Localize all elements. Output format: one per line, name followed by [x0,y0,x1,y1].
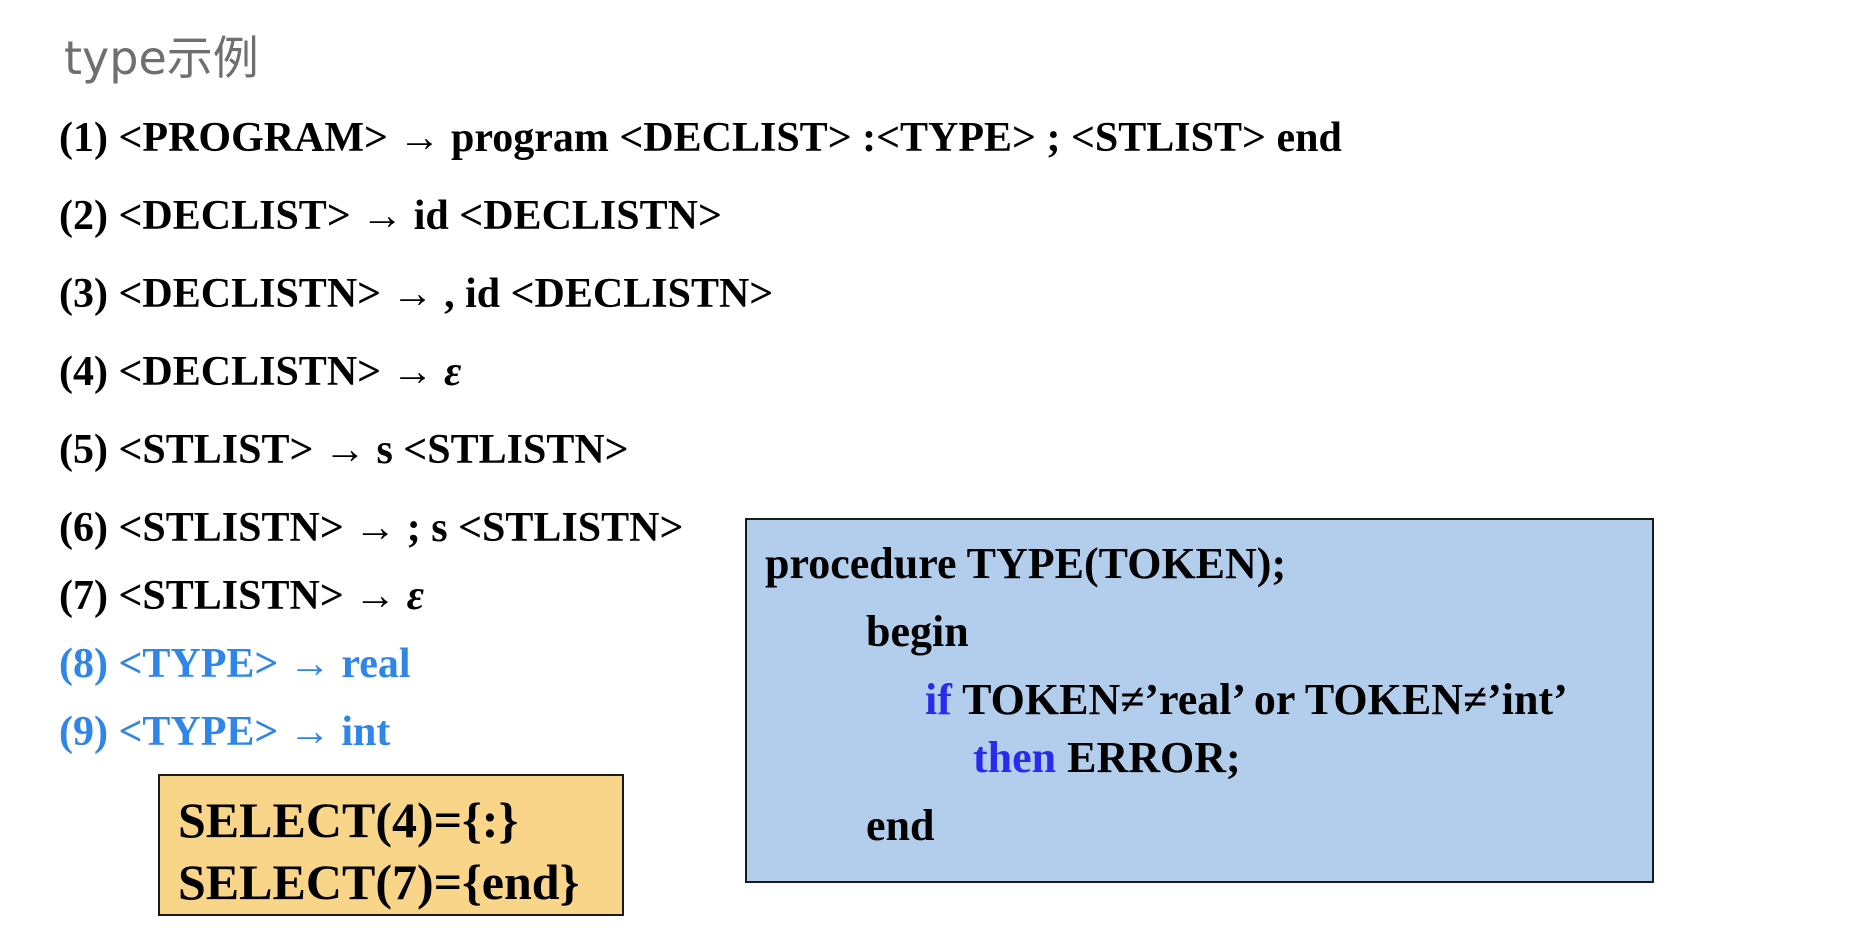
select-line-4: SELECT(4)={:} [178,792,519,848]
page-title: type示例 [64,31,259,85]
grammar-rule-2: (2) <DECLIST> → id <DECLISTN> [59,195,722,237]
rule-arrow: → [354,505,397,551]
rule-lhs: <PROGRAM> [118,115,388,161]
procedure-begin: begin [866,607,969,656]
procedure-box: procedure TYPE(TOKEN); begin if TOKEN≠’r… [745,518,1654,883]
if-condition: TOKEN≠’real’ or TOKEN≠’int’ [962,675,1568,724]
then-keyword: then [973,733,1057,782]
grammar-rule-4: (4) <DECLISTN> → ε [59,351,461,393]
rule-number: (6) [59,505,108,551]
rule-lhs: <DECLISTN> [118,271,382,317]
rule-lhs: <DECLISTN> [118,349,382,395]
rule-number: (9) [59,709,108,755]
rule-arrow: → [288,641,331,687]
rule-lhs: <TYPE> [118,641,279,687]
rule-rhs: , id <DECLISTN> [444,271,774,317]
rule-number: (5) [59,427,108,473]
rule-rhs-epsilon: ε [406,573,425,619]
if-keyword: if [925,675,952,724]
grammar-rule-8: (8) <TYPE> → real [59,643,411,685]
rule-arrow: → [323,427,366,473]
procedure-end: end [866,801,935,850]
rule-arrow: → [354,573,397,619]
rule-arrow: → [391,349,434,395]
rule-lhs: <STLIST> [118,427,314,473]
rule-rhs: program <DECLIST> :<TYPE> ; <STLIST> end [450,115,1342,161]
rule-rhs: ; s <STLISTN> [406,505,684,551]
rule-arrow: → [288,709,331,755]
grammar-rule-6: (6) <STLISTN> → ; s <STLISTN> [59,507,683,549]
then-action: ERROR; [1067,733,1241,782]
rule-lhs: <TYPE> [118,709,279,755]
procedure-if-line: if TOKEN≠’real’ or TOKEN≠’int’ [925,678,1568,722]
rule-number: (7) [59,573,108,619]
rule-number: (3) [59,271,108,317]
grammar-rule-1: (1) <PROGRAM> → program <DECLIST> :<TYPE… [59,117,1342,159]
rule-arrow: → [391,271,434,317]
grammar-rule-3: (3) <DECLISTN> → , id <DECLISTN> [59,273,773,315]
rule-rhs: s <STLISTN> [376,427,629,473]
rule-rhs: int [341,709,391,755]
rule-rhs: real [341,641,411,687]
procedure-then-line: then ERROR; [973,736,1241,780]
grammar-rule-9: (9) <TYPE> → int [59,711,390,753]
grammar-rule-7: (7) <STLISTN> → ε [59,575,424,617]
rule-arrow: → [398,115,441,161]
rule-number: (4) [59,349,108,395]
procedure-header: procedure TYPE(TOKEN); [765,539,1287,588]
rule-rhs: id <DECLISTN> [413,193,722,239]
rule-number: (2) [59,193,108,239]
rule-lhs: <DECLIST> [118,193,351,239]
grammar-rule-5: (5) <STLIST> → s <STLISTN> [59,429,629,471]
select-line-7: SELECT(7)={end} [178,854,580,910]
rule-lhs: <STLISTN> [118,505,344,551]
rule-number: (1) [59,115,108,161]
rule-lhs: <STLISTN> [118,573,344,619]
rule-number: (8) [59,641,108,687]
select-set-box: SELECT(4)={:} SELECT(7)={end} [158,774,624,916]
rule-arrow: → [361,193,404,239]
rule-rhs-epsilon: ε [444,349,462,395]
